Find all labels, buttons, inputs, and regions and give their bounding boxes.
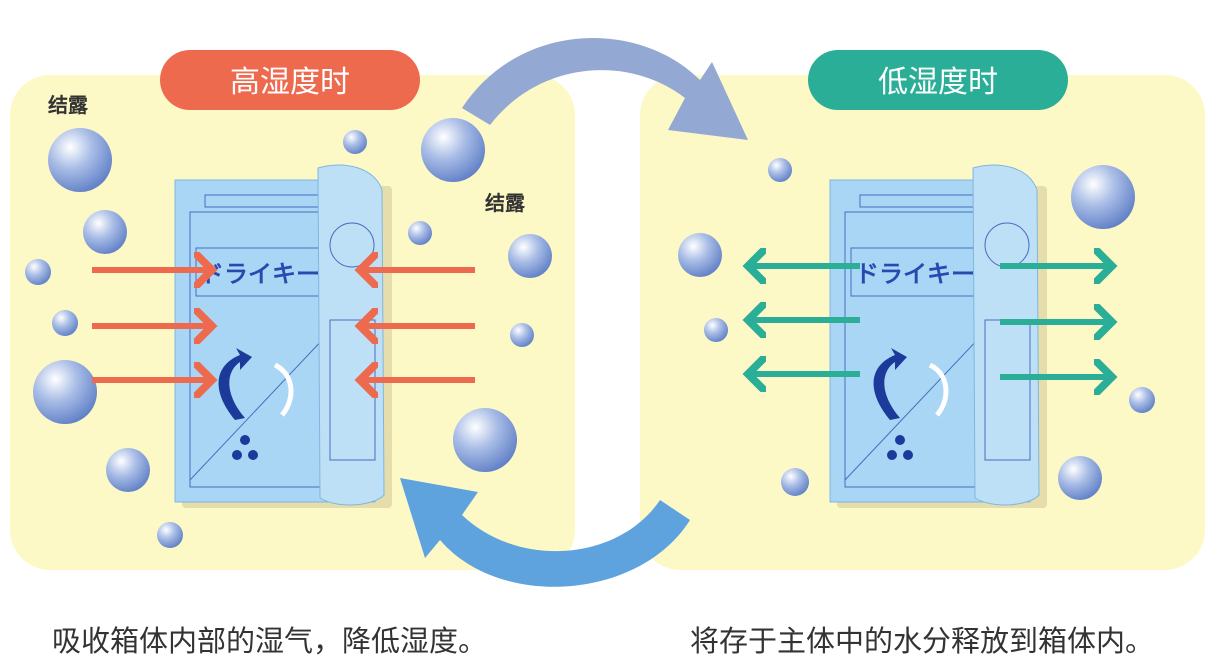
top-cycle-arrow (462, 38, 748, 140)
low-humidity-pill (808, 50, 1068, 110)
water-droplet-bubble (408, 221, 432, 245)
water-droplet-bubble (1129, 387, 1155, 413)
water-drop-icon (887, 450, 897, 460)
water-droplet-bubble (48, 128, 112, 192)
water-droplet-bubble (106, 448, 150, 492)
condensation-label: 结露 (48, 93, 89, 117)
condensation-label: 结露 (485, 191, 526, 215)
water-droplet-bubble (25, 259, 51, 285)
water-droplet-bubble (83, 210, 127, 254)
water-droplet-bubble (453, 408, 517, 472)
product-name: ドライキー (200, 260, 320, 288)
water-drop-icon (895, 435, 905, 445)
water-droplet-bubble (1058, 456, 1102, 500)
water-droplet-bubble (157, 522, 183, 548)
high-humidity-title: 高湿度时 (230, 65, 350, 100)
desiccant-packet: ドライキー (174, 164, 392, 508)
high-humidity-pill (160, 50, 420, 110)
water-droplet-bubble (508, 234, 552, 278)
water-droplet-bubble (1071, 165, 1135, 229)
product-name: ドライキー (855, 260, 975, 288)
bottom-cycle-arrow (400, 478, 690, 587)
water-droplet-bubble (343, 130, 367, 154)
water-drop-icon (240, 435, 250, 445)
moisture-arrow-icon (873, 348, 907, 420)
caption-left: 吸收箱体内部的湿气，降低湿度。 (52, 624, 488, 658)
low-humidity-title: 低湿度时 (878, 65, 998, 100)
water-droplet-bubble (768, 158, 792, 182)
water-droplet-bubble (421, 118, 485, 182)
water-drop-icon (248, 450, 258, 460)
water-droplet-bubble (52, 310, 78, 336)
water-drop-icon (232, 450, 242, 460)
moisture-arrow-icon (218, 348, 252, 420)
water-droplet-bubble (704, 318, 728, 342)
water-droplet-bubble (33, 360, 97, 424)
desiccant-packet: ドライキー (829, 164, 1047, 508)
caption-right: 将存于主体中的水分释放到箱体内。 (690, 624, 1155, 658)
water-drop-icon (903, 450, 913, 460)
absorb-arrows (92, 270, 475, 380)
release-arrows (748, 266, 1112, 377)
water-droplet-bubble (678, 233, 722, 277)
water-droplet-bubble (781, 468, 809, 496)
water-droplet-bubble (510, 323, 534, 347)
